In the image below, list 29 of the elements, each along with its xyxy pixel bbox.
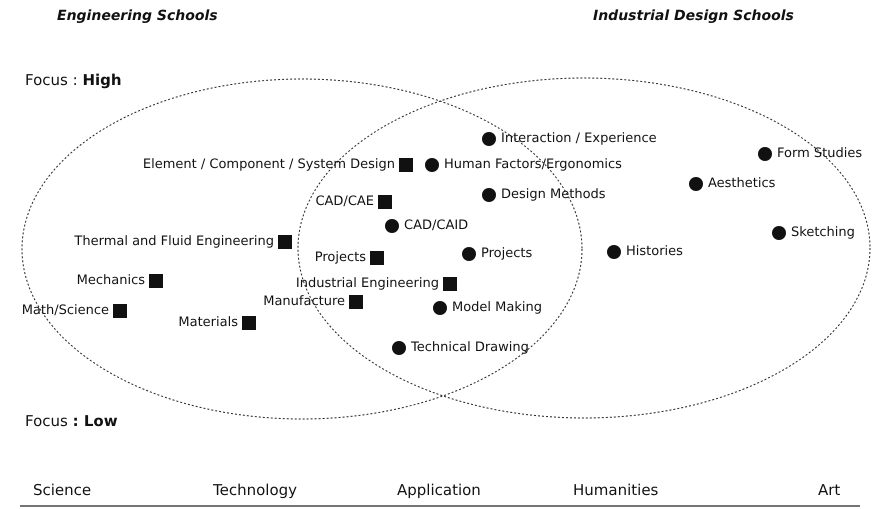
- item-label: Industrial Engineering: [296, 276, 439, 292]
- item-label: Model Making: [452, 300, 542, 316]
- item-label: Aesthetics: [708, 176, 776, 192]
- axis-label: Art: [818, 482, 840, 498]
- item-label: Human Factors/Ergonomics: [444, 157, 622, 173]
- item-label: Interaction / Experience: [501, 131, 657, 147]
- focus-label: Focus : High: [25, 72, 122, 88]
- item-label: CAD/CAID: [404, 218, 468, 234]
- item-label: Manufacture: [263, 294, 345, 310]
- item-label: Math/Science: [22, 303, 109, 319]
- item-label: Element / Component / System Design: [142, 157, 395, 173]
- focus-label: Focus : Low: [25, 413, 118, 429]
- column-heading: Engineering Schools: [57, 8, 218, 24]
- item-label: Projects: [314, 250, 366, 266]
- axis-label: Science: [33, 482, 92, 498]
- axis-label: Humanities: [573, 482, 658, 498]
- item-label: Technical Drawing: [411, 340, 529, 356]
- item-label: Mechanics: [76, 273, 145, 289]
- item-label: Design Methods: [501, 187, 606, 203]
- item-label: Projects: [481, 246, 532, 262]
- item-label: Form Studies: [777, 146, 862, 162]
- axis-label: Application: [397, 482, 481, 498]
- axis-label: Technology: [213, 482, 298, 498]
- item-label: CAD/CAE: [315, 194, 374, 210]
- item-label: Thermal and Fluid Engineering: [74, 234, 274, 250]
- item-label: Sketching: [791, 225, 855, 241]
- column-heading: Industrial Design Schools: [593, 8, 794, 24]
- item-label: Histories: [626, 244, 683, 260]
- item-label: Materials: [178, 315, 238, 331]
